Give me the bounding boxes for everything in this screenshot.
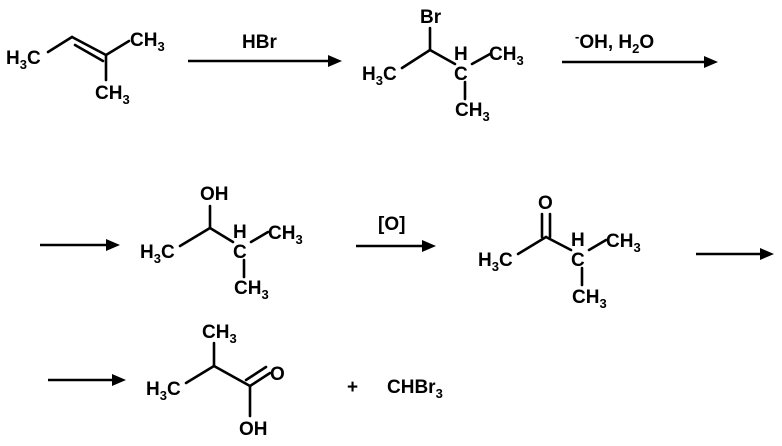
methine-c: C bbox=[454, 64, 468, 85]
carbonyl-o-label: O bbox=[270, 364, 285, 385]
ch3-label: CH3 bbox=[202, 322, 237, 346]
h3c-label: H3C bbox=[362, 64, 397, 88]
h3c-label: H3C bbox=[478, 250, 513, 274]
bromine-label: Br bbox=[420, 7, 442, 28]
reaction-arrow bbox=[40, 239, 120, 251]
bromoform-label: CHBr3 bbox=[387, 377, 443, 401]
carbonyl-o-label: O bbox=[538, 193, 553, 214]
double-bond bbox=[73, 43, 105, 63]
single-bond bbox=[104, 39, 131, 57]
ch3-label: CH3 bbox=[95, 83, 130, 107]
single-bond bbox=[178, 226, 212, 248]
single-bond bbox=[587, 238, 608, 252]
molecule-2-methylpropanoic-acid: CH3 H3C O OH bbox=[146, 322, 285, 440]
hydroxyl-label: OH bbox=[239, 419, 268, 440]
ch3-label: CH3 bbox=[489, 44, 524, 68]
ch3-label: CH3 bbox=[572, 287, 607, 311]
single-bond bbox=[212, 364, 252, 388]
single-bond bbox=[46, 35, 74, 54]
single-bond bbox=[249, 230, 270, 244]
molecule-3-methyl-2-butanol: OH H3C H C CH3 CH3 bbox=[140, 184, 303, 302]
molecule-2-methyl-2-butene: H3C CH3 CH3 bbox=[6, 30, 165, 107]
h3c-label: H3C bbox=[146, 379, 181, 403]
reaction-arrow bbox=[696, 248, 774, 260]
reaction-arrow: -OH, H2O bbox=[562, 29, 718, 68]
methine-c: C bbox=[571, 250, 585, 271]
h3c-label: H3C bbox=[140, 242, 175, 266]
methine-h: H bbox=[233, 222, 247, 243]
ch3-label: CH3 bbox=[606, 231, 641, 255]
molecule-2-bromo-3-methylbutane: Br H3C H C CH3 CH3 bbox=[362, 7, 524, 124]
single-bond bbox=[184, 364, 216, 385]
single-bond bbox=[516, 235, 548, 256]
ch3-label: CH3 bbox=[455, 100, 490, 124]
methine-h: H bbox=[454, 44, 468, 65]
ch3-label: CH3 bbox=[130, 30, 165, 54]
reaction-arrow: [O] bbox=[356, 214, 436, 252]
double-bond bbox=[70, 35, 108, 57]
double-bond bbox=[248, 371, 272, 388]
single-bond bbox=[544, 235, 573, 252]
reaction-arrow: HBr bbox=[188, 32, 342, 67]
plus-sign: + bbox=[347, 377, 358, 398]
double-bond bbox=[244, 365, 268, 382]
molecule-3-methyl-2-butanone: O H3C H C CH3 CH3 bbox=[478, 193, 641, 311]
single-bond bbox=[470, 52, 492, 66]
reagent-oxidant: [O] bbox=[378, 214, 405, 235]
hydroxyl-label: OH bbox=[200, 184, 229, 205]
single-bond bbox=[400, 48, 432, 70]
methine-h: H bbox=[571, 230, 585, 251]
single-bond bbox=[208, 226, 235, 244]
reagent-hbr: HBr bbox=[242, 32, 277, 53]
single-bond bbox=[428, 48, 457, 66]
reaction-arrow bbox=[48, 374, 126, 386]
methine-c: C bbox=[233, 242, 247, 263]
h3c-label: H3C bbox=[6, 48, 41, 72]
reagent-hydroxide-water: -OH, H2O bbox=[575, 29, 654, 56]
ch3-label: CH3 bbox=[234, 278, 269, 302]
ch3-label: CH3 bbox=[268, 223, 303, 247]
